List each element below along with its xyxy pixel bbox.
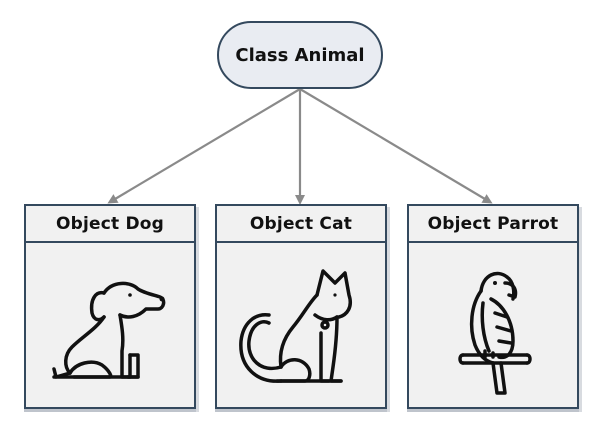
object-cat-box: Object Cat	[215, 204, 387, 409]
class-animal-node: Class Animal	[217, 21, 383, 89]
object-dog-label: Object Dog	[55, 213, 165, 234]
object-dog-header: Object Dog	[26, 206, 194, 243]
class-animal-label: Class Animal	[235, 44, 365, 66]
parrot-icon	[458, 271, 532, 395]
object-cat-label: Object Cat	[249, 213, 353, 234]
dog-icon	[52, 281, 166, 379]
object-parrot-label: Object Parrot	[427, 213, 559, 234]
object-cat-header: Object Cat	[217, 206, 385, 243]
arrow-to-dog	[107, 88, 301, 204]
object-cat-body	[217, 243, 385, 407]
object-parrot-header: Object Parrot	[409, 206, 577, 243]
object-parrot-body	[409, 243, 577, 407]
cat-icon	[239, 269, 352, 383]
arrow-to-parrot	[299, 88, 493, 204]
object-dog-body	[26, 243, 194, 407]
object-parrot-box: Object Parrot	[407, 204, 579, 409]
object-dog-box: Object Dog	[24, 204, 196, 409]
